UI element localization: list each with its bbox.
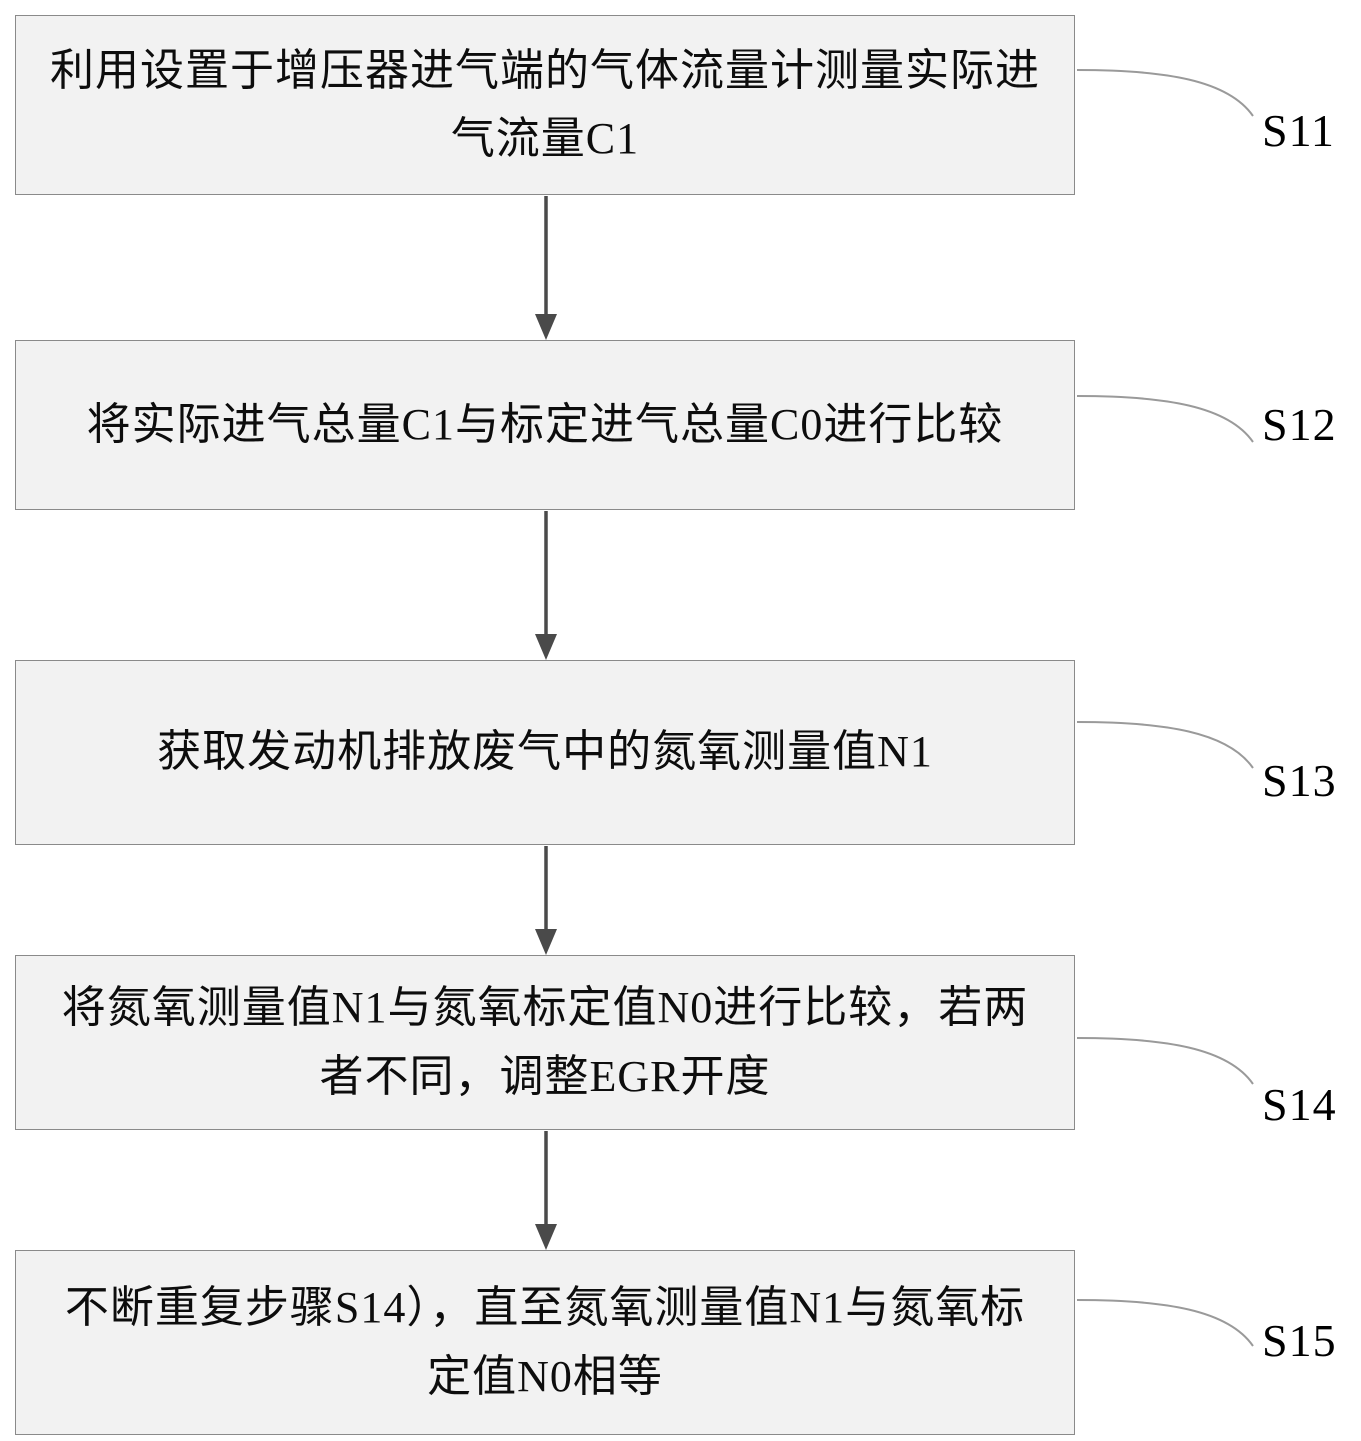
down-arrow-icon [535,1131,557,1250]
step-box-s12: 将实际进气总量C1与标定进气总量C0进行比较 [15,340,1075,510]
step-box-s11: 利用设置于增压器进气端的气体流量计测量实际进气流量C1 [15,15,1075,195]
step-box-s14: 将氮氧测量值N1与氮氧标定值N0进行比较，若两者不同，调整EGR开度 [15,955,1075,1130]
step-text-s13: 获取发动机排放废气中的氮氧测量值N1 [157,727,933,777]
down-arrow-icon [535,846,557,955]
step-text-s14: 将氮氧测量值N1与氮氧标定值N0进行比较，若两者不同，调整EGR开度 [61,983,1029,1101]
label-connector-s15 [1076,1299,1254,1347]
down-arrow-icon [535,196,557,340]
step-label-s11: S11 [1262,105,1335,156]
step-text-s15: 不断重复步骤S14），直至氮氧测量值N1与氮氧标定值N0相等 [64,1283,1026,1401]
step-text-s12: 将实际进气总量C1与标定进气总量C0进行比较 [86,399,1004,449]
step-label-s13: S13 [1262,755,1337,806]
label-connector-s12 [1076,395,1254,443]
label-connector-s11 [1076,69,1254,117]
step-label-s14: S14 [1262,1079,1337,1130]
label-connector-s14 [1076,1037,1254,1085]
step-box-s15: 不断重复步骤S14），直至氮氧测量值N1与氮氧标定值N0相等 [15,1250,1075,1435]
step-label-s12: S12 [1262,399,1337,450]
step-text-s11: 利用设置于增压器进气端的气体流量计测量实际进气流量C1 [50,45,1040,163]
label-connector-s13 [1076,721,1254,769]
down-arrow-icon [535,511,557,660]
step-label-s15: S15 [1262,1315,1337,1366]
step-box-s13: 获取发动机排放废气中的氮氧测量值N1 [15,660,1075,845]
